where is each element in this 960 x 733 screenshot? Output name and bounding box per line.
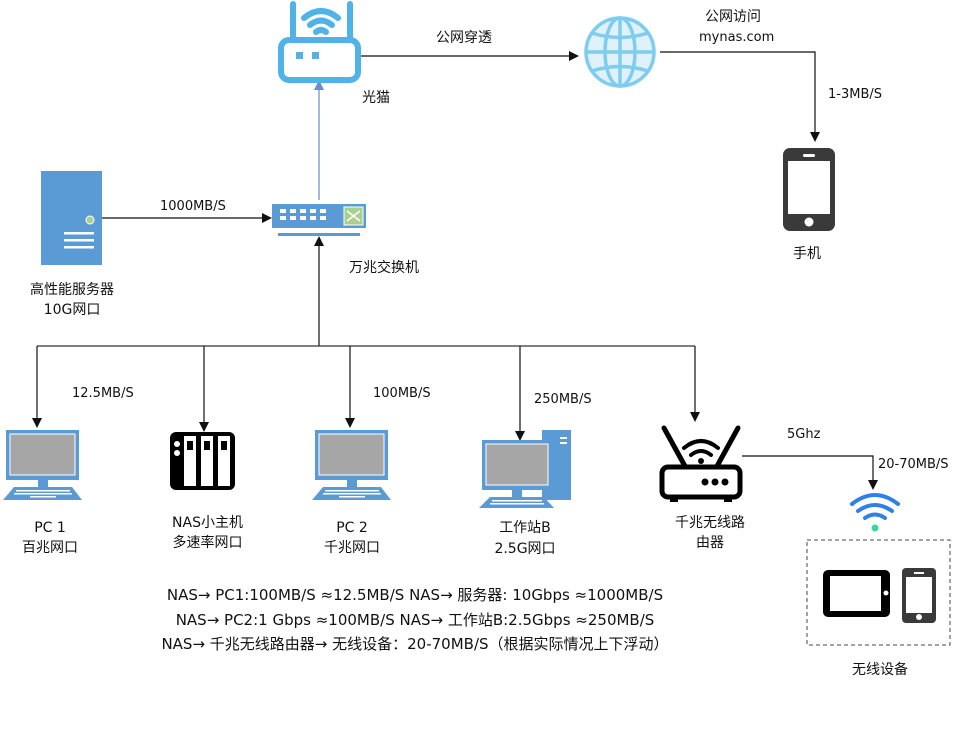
phone-icon: [783, 148, 835, 231]
workstation-label-2: 2.5G网口: [494, 541, 556, 557]
modem-label: 光猫: [362, 90, 390, 106]
note-line-1: NAS→ PC1:100MB/S ≈12.5MB/S NAS→ 服务器: 10G…: [166, 586, 664, 604]
phone-label: 手机: [793, 246, 821, 262]
link-router-wireless: [742, 455, 878, 490]
pc2-label-2: 千兆网口: [324, 540, 380, 556]
server-label-1: 高性能服务器: [30, 282, 114, 298]
switch-label: 万兆交换机: [349, 260, 419, 276]
server-label-2: 10G网口: [43, 302, 101, 318]
router-label-1: 千兆无线路: [675, 515, 745, 531]
tablet-icon: [823, 570, 890, 617]
switch-icon: [272, 204, 366, 236]
small-phone-icon: [902, 568, 936, 623]
connections: [32, 51, 878, 490]
internet-domain: mynas.com: [699, 30, 775, 45]
pc1-monitor-icon: [3, 430, 82, 500]
nas-label-1: NAS小主机: [172, 515, 243, 531]
wireless-devices-group: [806, 539, 951, 646]
link-label-server-switch: 1000MB/S: [160, 199, 226, 214]
wireless-devices-label: 无线设备: [852, 662, 908, 678]
pc2-monitor-icon: [312, 430, 391, 500]
link-label-workstation: 250MB/S: [534, 392, 592, 407]
note-line-2: NAS→ PC2:1 Gbps ≈100MB/S NAS→ 工作站B:2.5Gb…: [175, 611, 655, 629]
workstation-icon: [479, 430, 571, 508]
modem-icon: [278, 1, 361, 83]
link-label-router-wireless: 20-70MB/S: [878, 457, 949, 472]
server-icon: [41, 171, 102, 265]
note-line-3: NAS→ 千兆无线路由器→ 无线设备：20-70MB/S（根据实际情况上下浮动）: [161, 635, 669, 653]
internet-label: 公网访问: [705, 9, 761, 25]
wireless-router-icon: [659, 425, 743, 502]
nas-icon: [170, 432, 235, 490]
nas-label-2: 多速率网口: [172, 535, 243, 551]
link-label-internet-phone: 1-3MB/S: [828, 87, 882, 102]
link-label-router-band: 5Ghz: [787, 427, 821, 442]
link-label-modem-internet: 公网穿透: [436, 30, 492, 46]
router-label-2: 由器: [696, 535, 724, 551]
wifi-icon: [850, 493, 900, 532]
link-label-pc2: 100MB/S: [373, 386, 431, 401]
workstation-label-1: 工作站B: [499, 520, 551, 536]
link-internet-phone: [660, 51, 820, 142]
pc1-label-2: 百兆网口: [22, 540, 78, 556]
pc2-label-1: PC 2: [336, 520, 368, 536]
link-label-pc1: 12.5MB/S: [72, 386, 134, 401]
globe-icon: [584, 16, 656, 88]
pc1-label-1: PC 1: [34, 520, 66, 536]
